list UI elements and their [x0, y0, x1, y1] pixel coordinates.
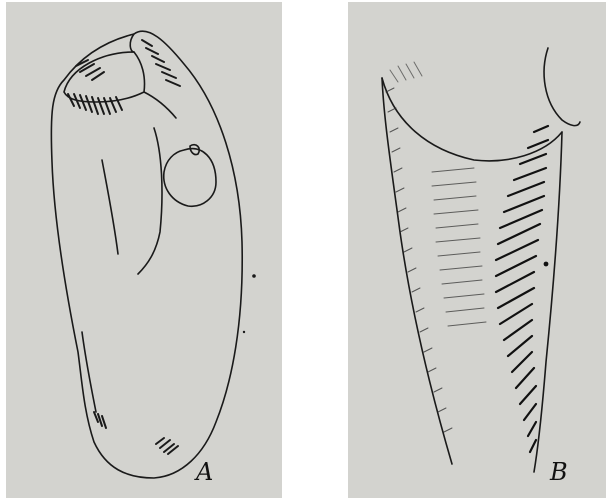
oral-hatching	[390, 62, 422, 82]
cilia-mark	[156, 64, 170, 70]
contractile-vacuole	[164, 149, 216, 207]
cilia-mark	[92, 97, 98, 114]
oral-opening	[64, 52, 145, 102]
speck	[252, 274, 256, 278]
cilia-mark	[166, 80, 180, 86]
cilia-mark	[160, 440, 170, 448]
cilia-mark	[92, 72, 104, 80]
panel-a-drawing	[6, 2, 282, 498]
speck	[243, 331, 245, 333]
panel-label-a: A	[196, 460, 213, 484]
cilia-mark	[152, 56, 164, 62]
cilia-mark	[156, 438, 164, 444]
cilia-mark	[162, 72, 176, 78]
oral-rim	[382, 78, 562, 161]
cell-outline	[51, 31, 242, 478]
panel-b-drawing	[348, 2, 606, 498]
panel-label-b: B	[550, 460, 568, 484]
cilia-mark	[86, 68, 100, 76]
cilia-mark	[142, 40, 152, 46]
internal-line-2	[138, 128, 162, 274]
kinety-middle	[432, 168, 486, 326]
collar-fold	[544, 48, 580, 126]
kinety-dark-band	[496, 126, 548, 452]
body-right-edge	[534, 132, 562, 472]
panel-b: B	[348, 2, 606, 498]
panel-a: A	[6, 2, 282, 498]
cilia-mark	[146, 48, 158, 54]
cilia-mark	[98, 98, 104, 114]
body-left-edge	[382, 78, 452, 464]
speck	[544, 262, 549, 267]
internal-line-1	[102, 160, 118, 254]
cilia-mark	[68, 94, 74, 106]
cilia-mark	[104, 98, 110, 114]
kinety-left	[386, 88, 452, 432]
